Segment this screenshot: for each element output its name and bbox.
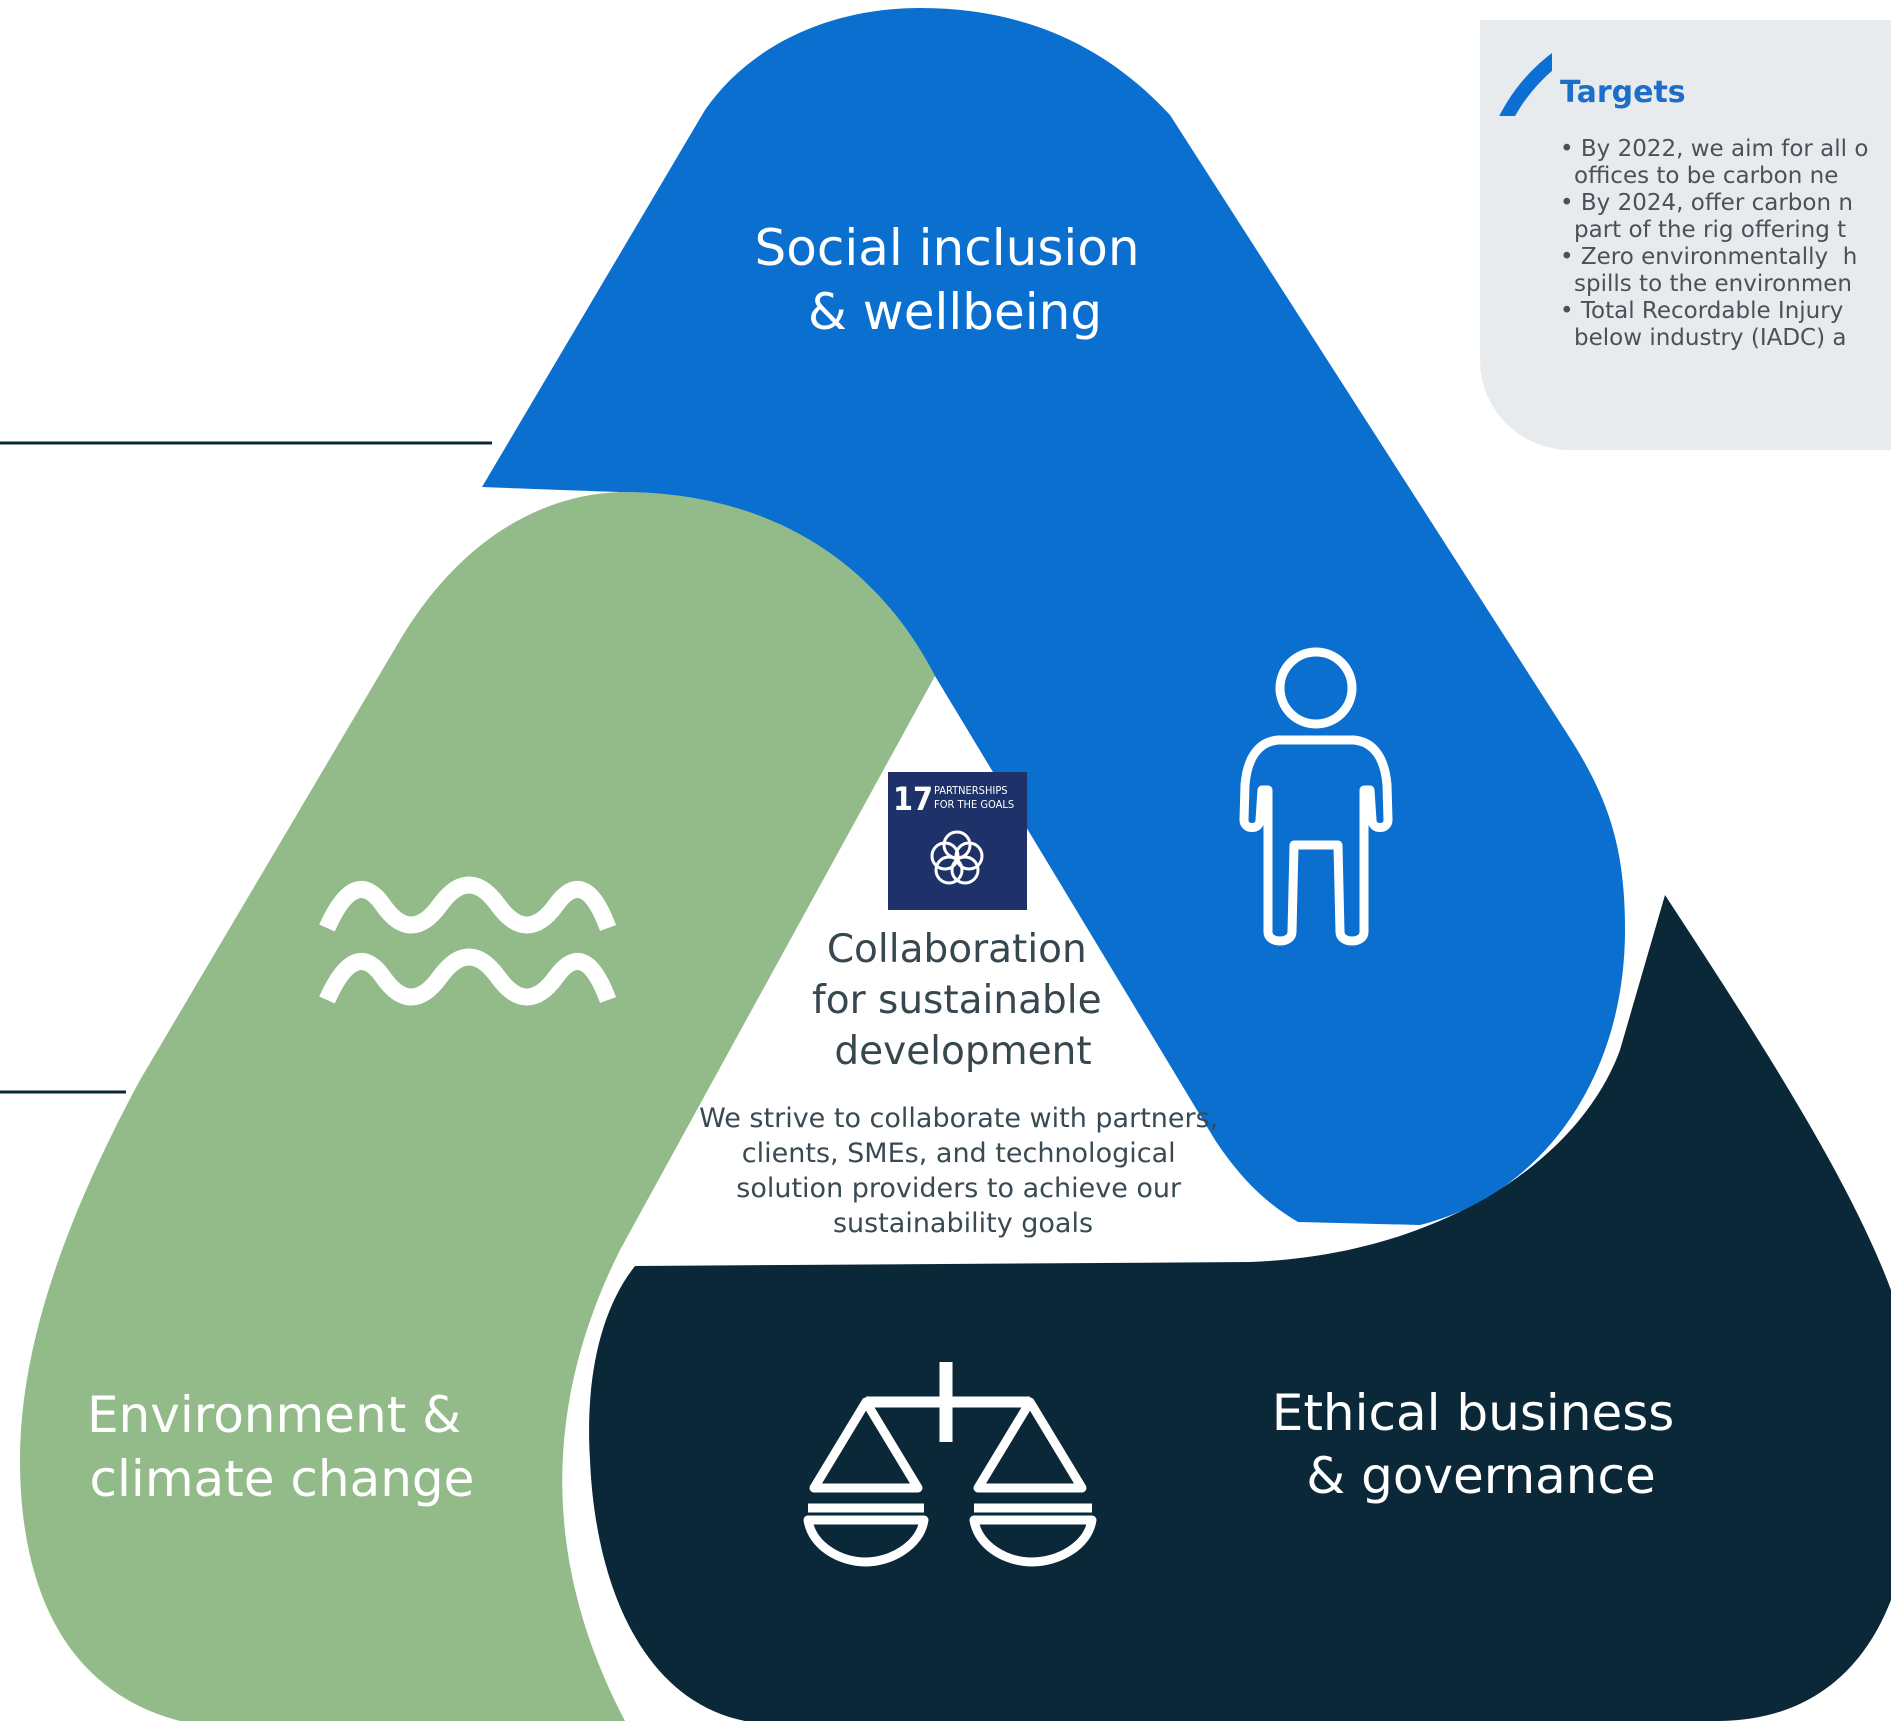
targets-heading: Targets: [1560, 75, 1686, 110]
sdg-tile-background: [888, 772, 1027, 910]
center-body-line4: sustainability goals: [833, 1208, 1093, 1239]
center-description: We strive to collaborate with partners, …: [699, 1103, 1227, 1239]
environment-title-line2: climate change: [90, 1450, 475, 1508]
sdg-label-line2: FOR THE GOALS: [934, 798, 1014, 811]
center-body-line2: clients, SMEs, and technological: [742, 1138, 1176, 1169]
target-item-line2: part of the rig offering t: [1574, 217, 1847, 243]
social-title-line2: & wellbeing: [808, 283, 1102, 341]
ethical-title-line1: Ethical business: [1272, 1384, 1675, 1442]
environment-climate-petal: [20, 492, 935, 1721]
target-item-line1: Total Recordable Injury: [1580, 298, 1844, 324]
waves-icon: [319, 876, 616, 1006]
ethical-title: Ethical business & governance: [1272, 1384, 1691, 1505]
target-item-line1: Zero environmentally h: [1580, 244, 1858, 270]
target-item-line1: By 2022, we aim for all o: [1580, 136, 1869, 162]
sdg-number: 17: [893, 780, 933, 818]
environment-title-line1: Environment &: [87, 1386, 461, 1444]
person-icon: [1239, 647, 1393, 946]
environment-title: Environment & climate change: [87, 1386, 477, 1508]
center-title-line3: development: [834, 1029, 1091, 1074]
sdg-label-line1: PARTNERSHIPS: [934, 784, 1008, 797]
target-item-line2: offices to be carbon ne: [1574, 163, 1839, 189]
social-title-line1: Social inclusion: [755, 219, 1140, 277]
scales-icon: [803, 1362, 1097, 1567]
sdg-flower-icon: [930, 830, 984, 885]
center-body-line3: solution providers to achieve our: [736, 1173, 1182, 1204]
ethical-business-petal: [589, 895, 1891, 1721]
ethical-title-line2: & governance: [1306, 1447, 1656, 1505]
target-item-line1: By 2024, offer carbon n: [1580, 190, 1853, 216]
center-title-line1: Collaboration: [827, 927, 1087, 972]
target-item-line2: below industry (IADC) a: [1574, 325, 1847, 351]
sdg-17-tile: 17 PARTNERSHIPS FOR THE GOALS: [888, 772, 1027, 910]
center-body-line1: We strive to collaborate with partners,: [699, 1103, 1218, 1134]
target-item-line2: spills to the environmen: [1574, 271, 1852, 297]
center-title-line2: for sustainable: [812, 978, 1102, 1023]
social-title: Social inclusion & wellbeing: [755, 219, 1156, 341]
center-title: Collaboration for sustainable developmen…: [812, 927, 1114, 1074]
